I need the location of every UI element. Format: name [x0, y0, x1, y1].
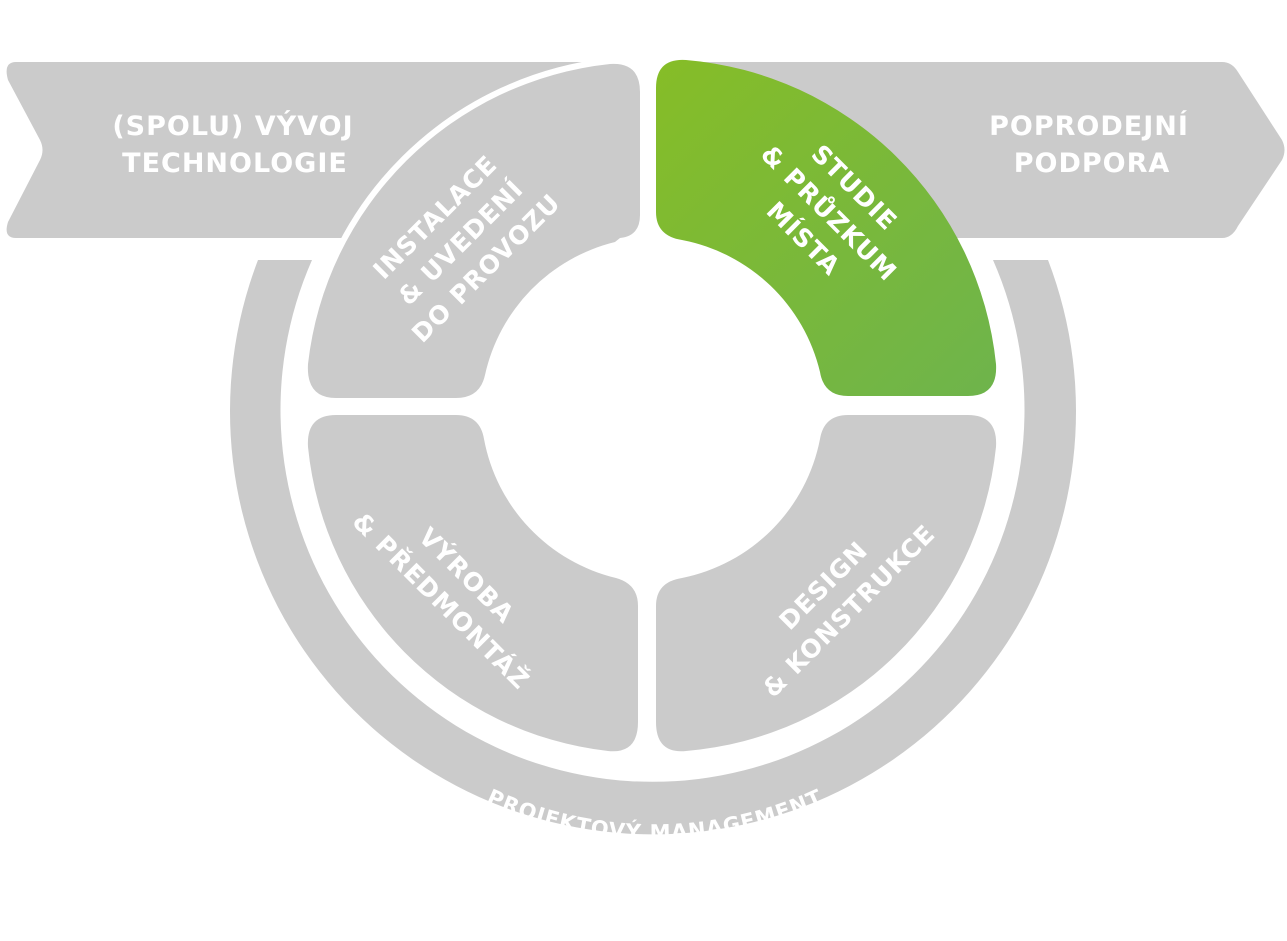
segment-design — [656, 415, 997, 752]
banner-left-line2: TECHNOLOGIE — [122, 148, 348, 179]
segment-production — [307, 415, 638, 752]
segment-site-survey — [656, 59, 997, 396]
banner-right-line2: PODPORA — [1014, 148, 1171, 179]
segment-installation — [301, 57, 646, 404]
banner-right-line1: POPRODEJNÍ — [989, 110, 1189, 142]
banner-left-line1: (SPOLU) VÝVOJ — [112, 110, 353, 142]
